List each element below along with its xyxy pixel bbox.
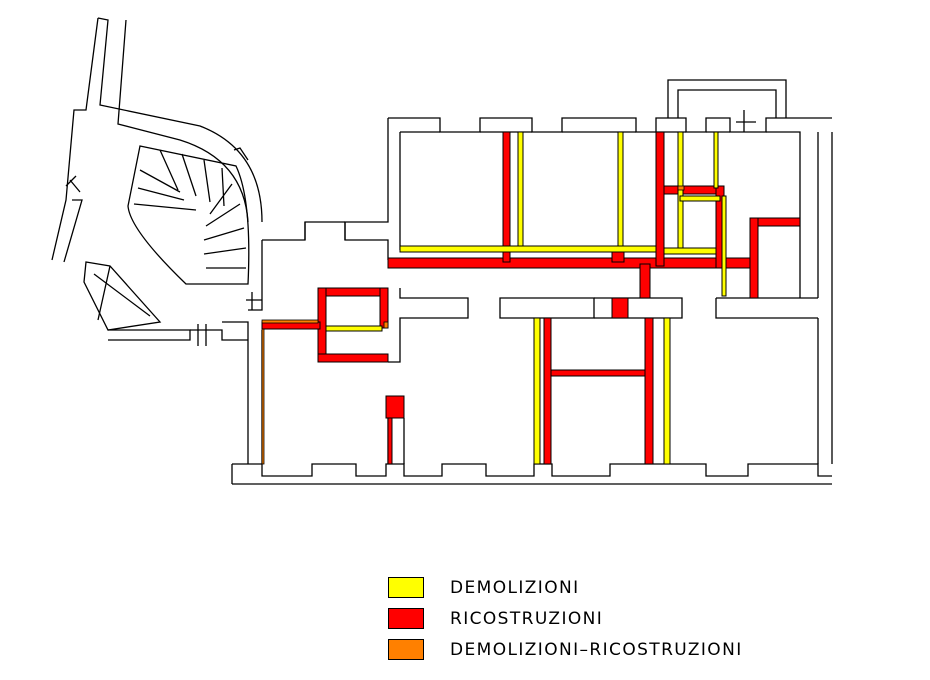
legend-item-reconstruction: RICOSTRUZIONI — [388, 603, 808, 634]
legend-label: RICOSTRUZIONI — [450, 608, 604, 629]
legend-swatch-red — [388, 608, 424, 629]
legend: DEMOLIZIONI RICOSTRUZIONI DEMOLIZIONI–RI… — [388, 572, 808, 665]
reconstruction-walls — [261, 131, 801, 465]
legend-label: DEMOLIZIONI — [450, 577, 580, 598]
legend-item-demolition: DEMOLIZIONI — [388, 572, 808, 603]
legend-item-demolition-reconstruction: DEMOLIZIONI–RICOSTRUZIONI — [388, 634, 808, 665]
legend-label: DEMOLIZIONI–RICOSTRUZIONI — [450, 639, 743, 660]
legend-swatch-yellow — [388, 577, 424, 598]
demolition-reconstruction-walls — [261, 185, 685, 465]
existing-walls — [51, 17, 833, 485]
demolition-walls — [325, 131, 727, 465]
legend-swatch-orange — [388, 639, 424, 660]
